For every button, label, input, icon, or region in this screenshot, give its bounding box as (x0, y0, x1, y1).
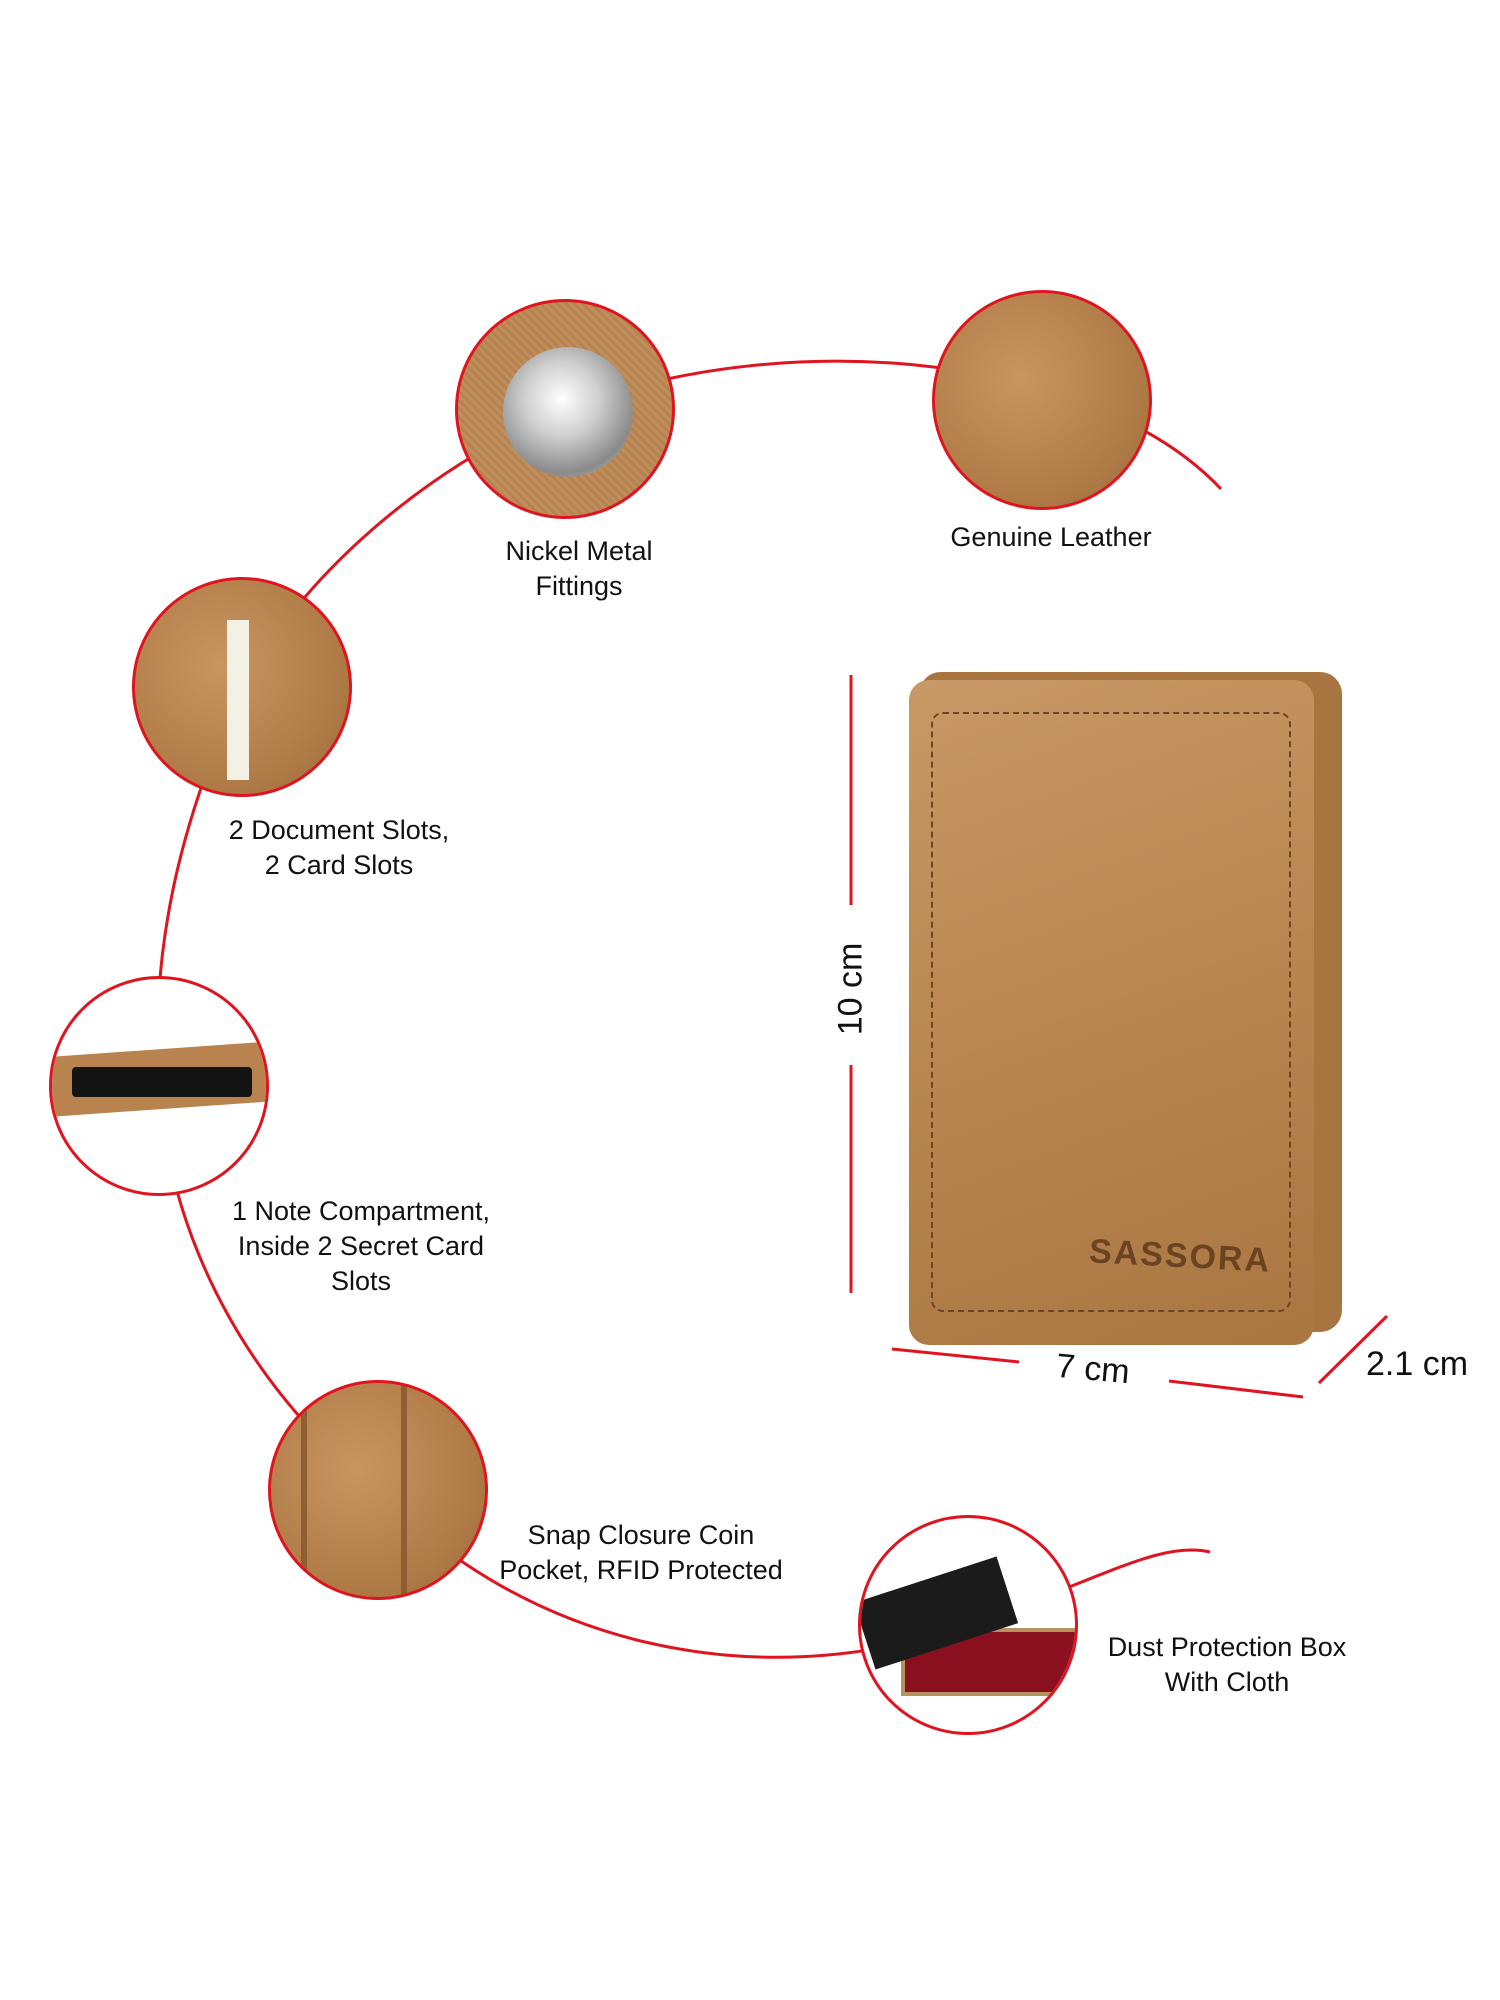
width-dimension-line-right (1168, 1379, 1304, 1399)
feature-label-leather: Genuine Leather (950, 520, 1151, 555)
label-line: Inside 2 Secret Card (237, 1231, 485, 1261)
label-line: Pocket, RFID Protected (499, 1555, 783, 1585)
feature-label-note: 1 Note Compartment, Inside 2 Secret Card… (232, 1194, 490, 1299)
feature-label-nickel: Nickel Metal Fittings (505, 534, 652, 604)
label-line: 2 Document Slots, (228, 815, 450, 845)
depth-dimension-label: 2.1 cm (1366, 1345, 1469, 1383)
width-dimension-label: 7 cm (1054, 1346, 1132, 1392)
note-compartment-image (49, 976, 269, 1196)
document-slots-image (132, 577, 352, 797)
height-dimension-label: 10 cm (831, 942, 870, 1036)
label-line: Genuine Leather (950, 522, 1152, 552)
label-line: 1 Note Compartment, (231, 1196, 491, 1226)
label-line: Snap Closure Coin (527, 1520, 755, 1550)
depth-dimension-line (1317, 1314, 1389, 1385)
genuine-leather-image (932, 290, 1152, 510)
snap-closure-image (268, 1380, 488, 1600)
wallet-product-image: SASSORA (909, 672, 1342, 1345)
label-line: Dust Protection Box (1107, 1632, 1347, 1662)
feature-label-box: Dust Protection Box With Cloth (1108, 1630, 1347, 1700)
label-line: With Cloth (1164, 1667, 1290, 1697)
feature-label-snap: Snap Closure Coin Pocket, RFID Protected (499, 1518, 783, 1588)
width-dimension-line-left (891, 1347, 1020, 1364)
label-line: Nickel Metal (505, 536, 653, 566)
dust-box-image (858, 1515, 1078, 1735)
label-line: 2 Card Slots (264, 850, 414, 880)
nickel-fittings-image (455, 299, 675, 519)
feature-label-document: 2 Document Slots, 2 Card Slots (229, 813, 450, 883)
label-line: Fittings (535, 571, 623, 601)
label-line: Slots (330, 1266, 392, 1296)
